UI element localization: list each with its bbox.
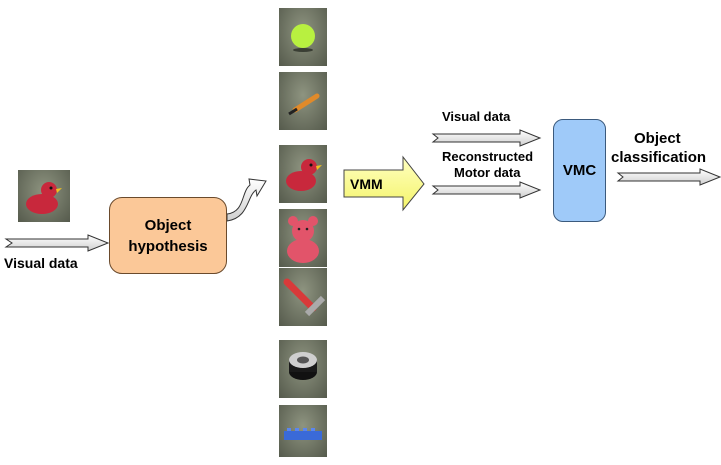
curved-arrow xyxy=(226,178,267,222)
visual-data-arrow xyxy=(431,129,542,147)
hypothesis-line1: Object xyxy=(144,216,192,234)
vmc-visual-data-label: Visual data xyxy=(442,109,511,124)
object-thumbnail-ball xyxy=(279,8,327,66)
output-arrow xyxy=(616,168,721,186)
object-hypothesis-box: Object hypothesis xyxy=(109,197,227,274)
input-label: Visual data xyxy=(4,255,78,271)
vmc-box: VMC xyxy=(553,119,606,222)
object-thumbnail-lego xyxy=(279,405,327,457)
green-ball-icon xyxy=(291,24,315,52)
vmm-label: VMM xyxy=(350,176,383,192)
output-label-line2: classification xyxy=(611,149,707,166)
vmc-motor-data-label-line2: Motor data xyxy=(454,165,521,180)
object-thumbnail-bear xyxy=(279,209,327,267)
lego-brick-icon xyxy=(284,428,322,440)
tape-roll-icon xyxy=(289,352,317,380)
input-arrow xyxy=(4,234,110,252)
screwdriver-icon xyxy=(288,93,320,116)
motor-data-arrow xyxy=(431,181,542,199)
object-thumbnail-duck xyxy=(279,145,327,203)
red-duck-icon xyxy=(26,182,62,214)
pink-bear-icon xyxy=(287,216,319,263)
vmm-arrow xyxy=(343,155,425,212)
vmc-motor-data-label-line1: Reconstructed xyxy=(442,149,534,164)
object-thumbnail-tape xyxy=(279,340,327,398)
input-duck-thumbnail xyxy=(18,170,70,222)
output-label-line1: Object xyxy=(634,130,681,147)
object-thumbnail-hammer xyxy=(279,268,327,326)
hypothesis-line2: hypothesis xyxy=(128,237,208,255)
red-duck-icon xyxy=(286,159,322,191)
hammer-icon xyxy=(283,278,326,317)
object-thumbnail-screwdriver xyxy=(279,72,327,130)
